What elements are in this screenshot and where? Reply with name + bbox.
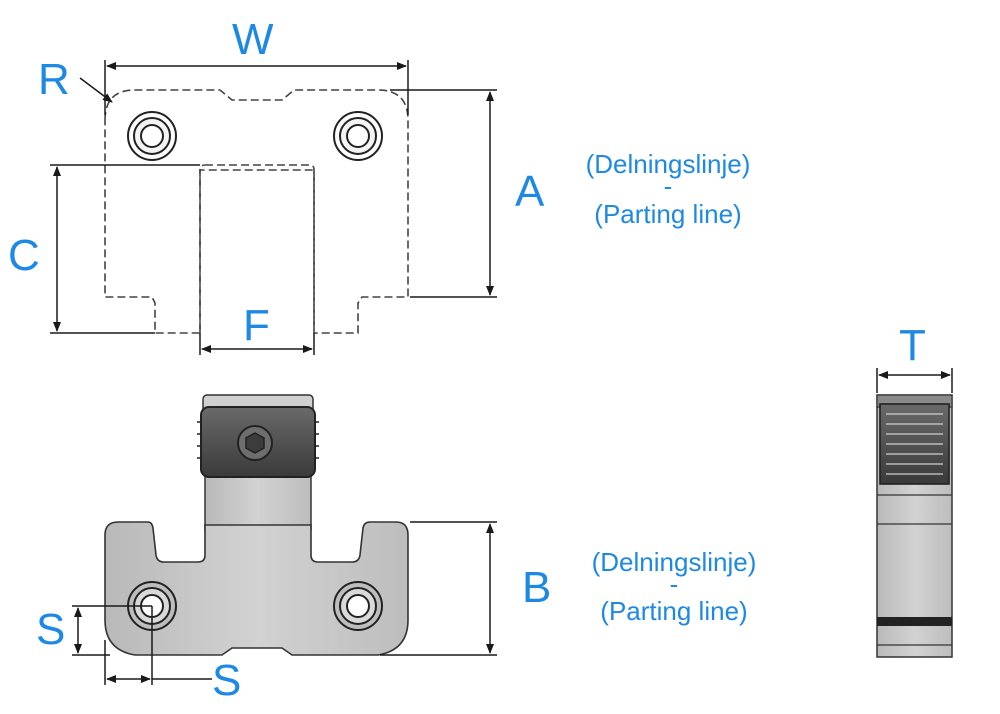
- label-s-vertical: S: [36, 605, 66, 654]
- side-view: [876, 394, 953, 658]
- front-hole-right: [333, 581, 383, 631]
- top-view-outline: [104, 89, 409, 334]
- front-base-plate: [104, 521, 409, 656]
- front-stem: [204, 469, 312, 531]
- b-parting-swedish: (Delningslinje): [591, 547, 757, 577]
- front-block-ribs: [197, 421, 319, 459]
- a-parting-separator: -: [663, 171, 673, 201]
- label-s-horizontal: S: [212, 656, 242, 705]
- label-f: F: [243, 301, 270, 350]
- top-view-center-slot: [199, 164, 315, 333]
- side-block-ribs: [886, 413, 943, 475]
- top-hole-left: [127, 111, 177, 161]
- top-hole-right: [333, 111, 383, 161]
- label-c: C: [8, 231, 40, 280]
- b-parting-separator: -: [669, 569, 679, 599]
- label-b: B: [522, 563, 552, 612]
- top-view-dimensions: [50, 60, 497, 355]
- front-view-dimensions: [72, 521, 497, 685]
- side-view-dimensions: [876, 368, 953, 393]
- b-parting-english: (Parting line): [600, 596, 748, 626]
- label-w: W: [232, 15, 274, 64]
- dim-r-leader: [79, 77, 113, 103]
- label-a: A: [515, 167, 545, 216]
- a-parting-swedish: (Delningslinje): [585, 149, 751, 179]
- a-parting-english: (Parting line): [594, 199, 742, 229]
- hex-screw-icon: [237, 425, 273, 461]
- side-band: [877, 617, 952, 626]
- top-view: [104, 89, 409, 334]
- label-t: T: [899, 321, 926, 370]
- front-view: [104, 394, 409, 656]
- label-r: R: [38, 55, 70, 104]
